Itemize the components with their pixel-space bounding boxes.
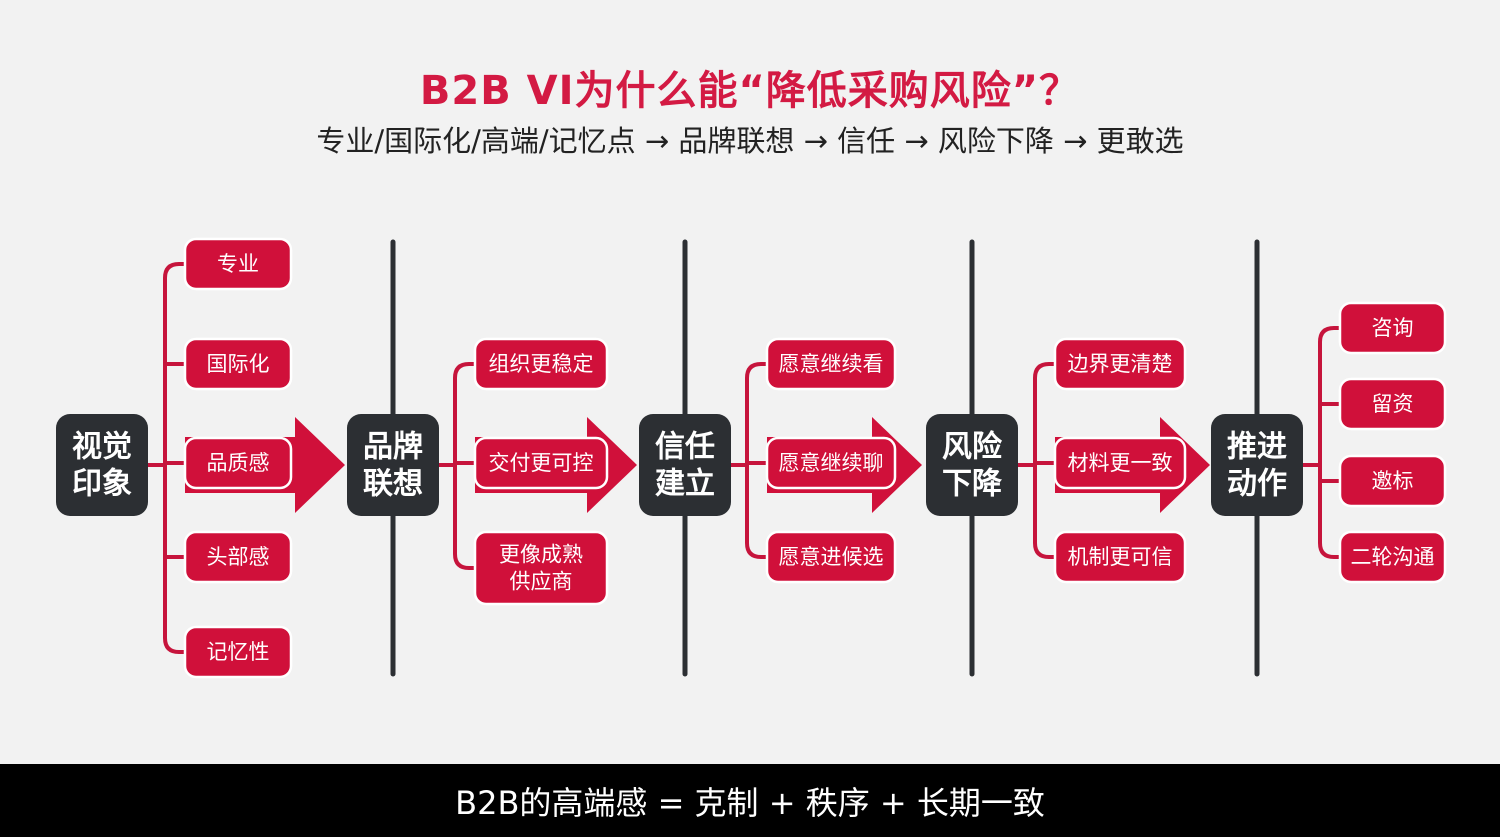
stage-item-label: 材料更一致 (1068, 451, 1173, 475)
stage-item-box (1338, 377, 1447, 431)
stage-item-box (183, 625, 293, 679)
stage-item-label: 愿意进候选 (779, 545, 884, 569)
stage-item: 交付更可控 (473, 436, 609, 490)
stage-node: 风险下降 (926, 414, 1018, 516)
stage-item-box (183, 337, 293, 391)
stage-item-box (183, 436, 293, 490)
footer-text: B2B的高端感 = 克制 + 秩序 + 长期一致 (455, 783, 1045, 822)
stage-item: 头部感 (183, 530, 293, 584)
stage-item-box (183, 237, 293, 291)
stage-node-box (56, 414, 148, 516)
stage-item-label: 专业 (217, 252, 259, 276)
stage-item-label: 记忆性 (207, 640, 270, 664)
branch-connector (745, 362, 769, 559)
stage-item: 二轮沟通 (1338, 530, 1447, 584)
stage-item-box (1338, 530, 1447, 584)
stage-item-box (473, 436, 609, 490)
stage-item-label: 组织更稳定 (489, 352, 594, 376)
stage-item-box (183, 530, 293, 584)
stage-item-label: 邀标 (1372, 469, 1414, 493)
stage-item-label: 品质感 (207, 451, 270, 475)
stage-item-box (765, 337, 897, 391)
stage-item: 材料更一致 (1053, 436, 1187, 490)
branch-connector (163, 262, 187, 654)
branch-connector (1033, 362, 1057, 559)
stage-item-box (1053, 530, 1187, 584)
stage-node-label: 品牌联想 (363, 429, 423, 501)
stage-item-label: 咨询 (1372, 316, 1414, 340)
stage-item: 咨询 (1338, 301, 1447, 355)
stage-item-box (765, 530, 897, 584)
stage-node: 信任建立 (639, 414, 731, 516)
stage-item: 更像成熟供应商 (473, 530, 609, 606)
stage-item: 愿意进候选 (765, 530, 897, 584)
stage-item: 邀标 (1338, 454, 1447, 508)
footer-banner: B2B的高端感 = 克制 + 秩序 + 长期一致 (0, 764, 1500, 837)
stage-node-box (926, 414, 1018, 516)
stage-item-label: 机制更可信 (1068, 545, 1173, 569)
stage-item-label: 留资 (1372, 392, 1414, 416)
stage-item-box (1338, 301, 1447, 355)
stage-item: 边界更清楚 (1053, 337, 1187, 391)
stage-item: 国际化 (183, 337, 293, 391)
stage-node-box (347, 414, 439, 516)
stage-item-box (765, 436, 897, 490)
stage-item-box (473, 337, 609, 391)
stage-node-label: 视觉印象 (72, 429, 132, 501)
stage-item: 愿意继续聊 (765, 436, 897, 490)
stage-item-box (473, 530, 609, 606)
stage-item-box (1053, 337, 1187, 391)
stage-item-label: 国际化 (207, 352, 270, 376)
stage-node-box (1211, 414, 1303, 516)
page-title: B2B VI为什么能“降低采购风险”？ (419, 68, 1081, 114)
stage-item-box (1338, 454, 1447, 508)
stage-item-label: 愿意继续看 (779, 352, 884, 376)
stage-item-label: 更像成熟供应商 (499, 543, 583, 594)
stage-node-label: 推进动作 (1227, 429, 1287, 501)
stage-node-label: 风险下降 (942, 429, 1003, 501)
stage-item: 品质感 (183, 436, 293, 490)
branch-connector (453, 362, 477, 570)
stage-item-label: 交付更可控 (489, 451, 594, 475)
stage-item-box (1053, 436, 1187, 490)
stage-node: 视觉印象 (56, 414, 148, 516)
branch-connector (1318, 326, 1342, 559)
stage-node-box (639, 414, 731, 516)
stage-item-label: 头部感 (207, 545, 270, 569)
stage-item: 愿意继续看 (765, 337, 897, 391)
stage-item: 机制更可信 (1053, 530, 1187, 584)
stage-item: 组织更稳定 (473, 337, 609, 391)
stage-node: 推进动作 (1211, 414, 1303, 516)
stage-item-label: 愿意继续聊 (779, 451, 884, 475)
stage-node: 品牌联想 (347, 414, 439, 516)
stage-item: 记忆性 (183, 625, 293, 679)
stage-item: 专业 (183, 237, 293, 291)
stage-item-label: 二轮沟通 (1351, 545, 1435, 569)
page-subtitle: 专业/国际化/高端/记忆点 → 品牌联想 → 信任 → 风险下降 → 更敢选 (316, 124, 1184, 158)
stage-item: 留资 (1338, 377, 1447, 431)
stage-node-label: 信任建立 (655, 429, 715, 501)
stage-item-label: 边界更清楚 (1068, 352, 1173, 376)
